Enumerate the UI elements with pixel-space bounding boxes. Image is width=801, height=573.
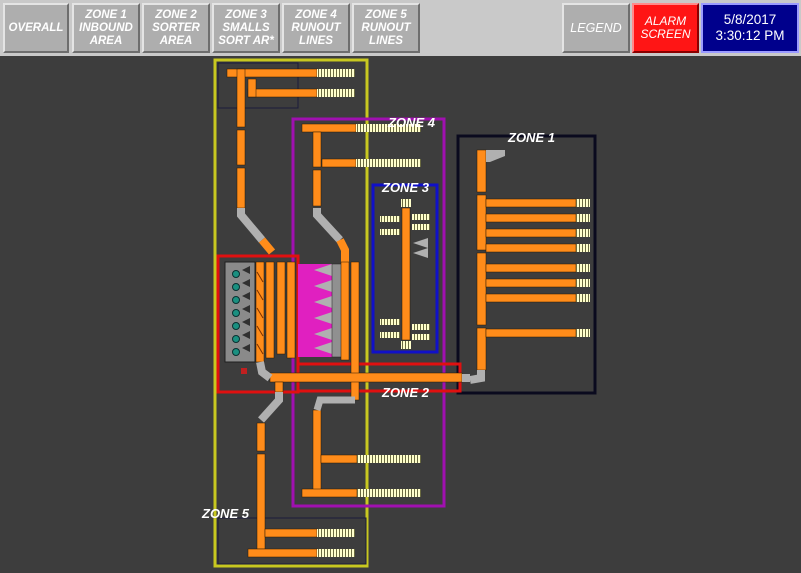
date-text: 5/8/2017 <box>723 12 777 27</box>
sorter-induction-panel <box>224 261 256 363</box>
zone2-sorter-button[interactable]: ZONE 2 SORTER AREA <box>142 3 210 53</box>
zone4-top-conveyors <box>301 123 357 207</box>
roller-section <box>317 529 355 537</box>
roller-section <box>357 455 421 463</box>
time-text: 3:30:12 PM <box>715 28 785 43</box>
datetime-display: 5/8/2017 3:30:12 PM <box>701 3 799 53</box>
roller-section <box>357 489 421 497</box>
alarm-screen-button[interactable]: ALARM SCREEN <box>632 3 699 53</box>
zone5-bottom-conveyors <box>247 381 318 558</box>
zone1-roller-ends <box>576 199 590 337</box>
zone5-area[interactable] <box>213 58 369 568</box>
zone5-label: ZONE 5 <box>201 506 250 521</box>
zone4-bottom-conveyors <box>301 409 358 498</box>
zone3-area[interactable] <box>371 183 439 354</box>
status-indicator <box>241 368 247 374</box>
zone3-label: ZONE 3 <box>381 180 430 195</box>
conveyor-layout-map: ZONE 1 ZONE 2 ZONE 3 ZONE 4 ZONE 5 <box>201 58 597 568</box>
overall-button[interactable]: OVERALL <box>3 3 69 53</box>
zone1-inbound-button[interactable]: ZONE 1 INBOUND AREA <box>72 3 140 53</box>
roller-section <box>317 89 355 97</box>
zone2-label: ZONE 2 <box>381 385 430 400</box>
zone3-conveyors <box>380 199 430 349</box>
roller-section <box>356 159 421 167</box>
zone5-runout-button[interactable]: ZONE 5 RUNOUT LINES <box>352 3 420 53</box>
zone1-label: ZONE 1 <box>507 130 555 145</box>
sorter-chutes <box>298 263 343 358</box>
zone1-conveyors <box>476 149 577 371</box>
sorter-lanes <box>255 261 296 363</box>
zone1-area[interactable] <box>456 134 597 395</box>
roller-section <box>317 69 355 77</box>
zone4-label: ZONE 4 <box>387 115 436 130</box>
roller-section <box>317 549 355 557</box>
zone5-top-conveyors <box>226 68 318 209</box>
zone3-smalls-button[interactable]: ZONE 3 SMALLS SORT AR* <box>212 3 280 53</box>
zone4-runout-button[interactable]: ZONE 4 RUNOUT LINES <box>282 3 350 53</box>
legend-button[interactable]: LEGEND <box>562 3 630 53</box>
roller-section <box>356 124 421 132</box>
top-navigation-bar: OVERALL ZONE 1 INBOUND AREA ZONE 2 SORTE… <box>0 0 801 56</box>
